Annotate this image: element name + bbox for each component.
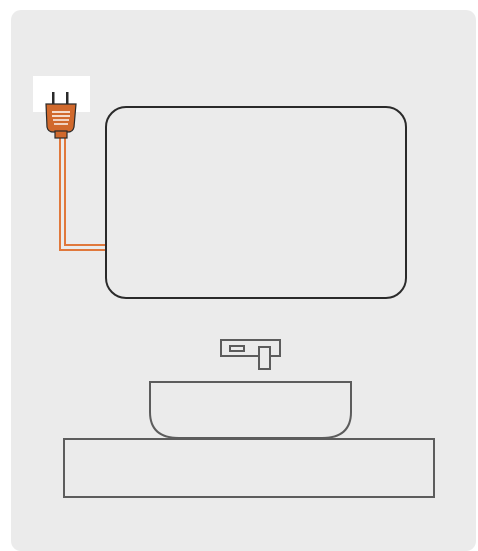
diagram-panel — [11, 10, 476, 551]
faucet-icon — [220, 339, 281, 370]
vanity-countertop — [63, 438, 435, 498]
power-plug-icon — [45, 92, 77, 139]
power-cable — [59, 132, 107, 251]
mirror-panel — [105, 106, 407, 299]
